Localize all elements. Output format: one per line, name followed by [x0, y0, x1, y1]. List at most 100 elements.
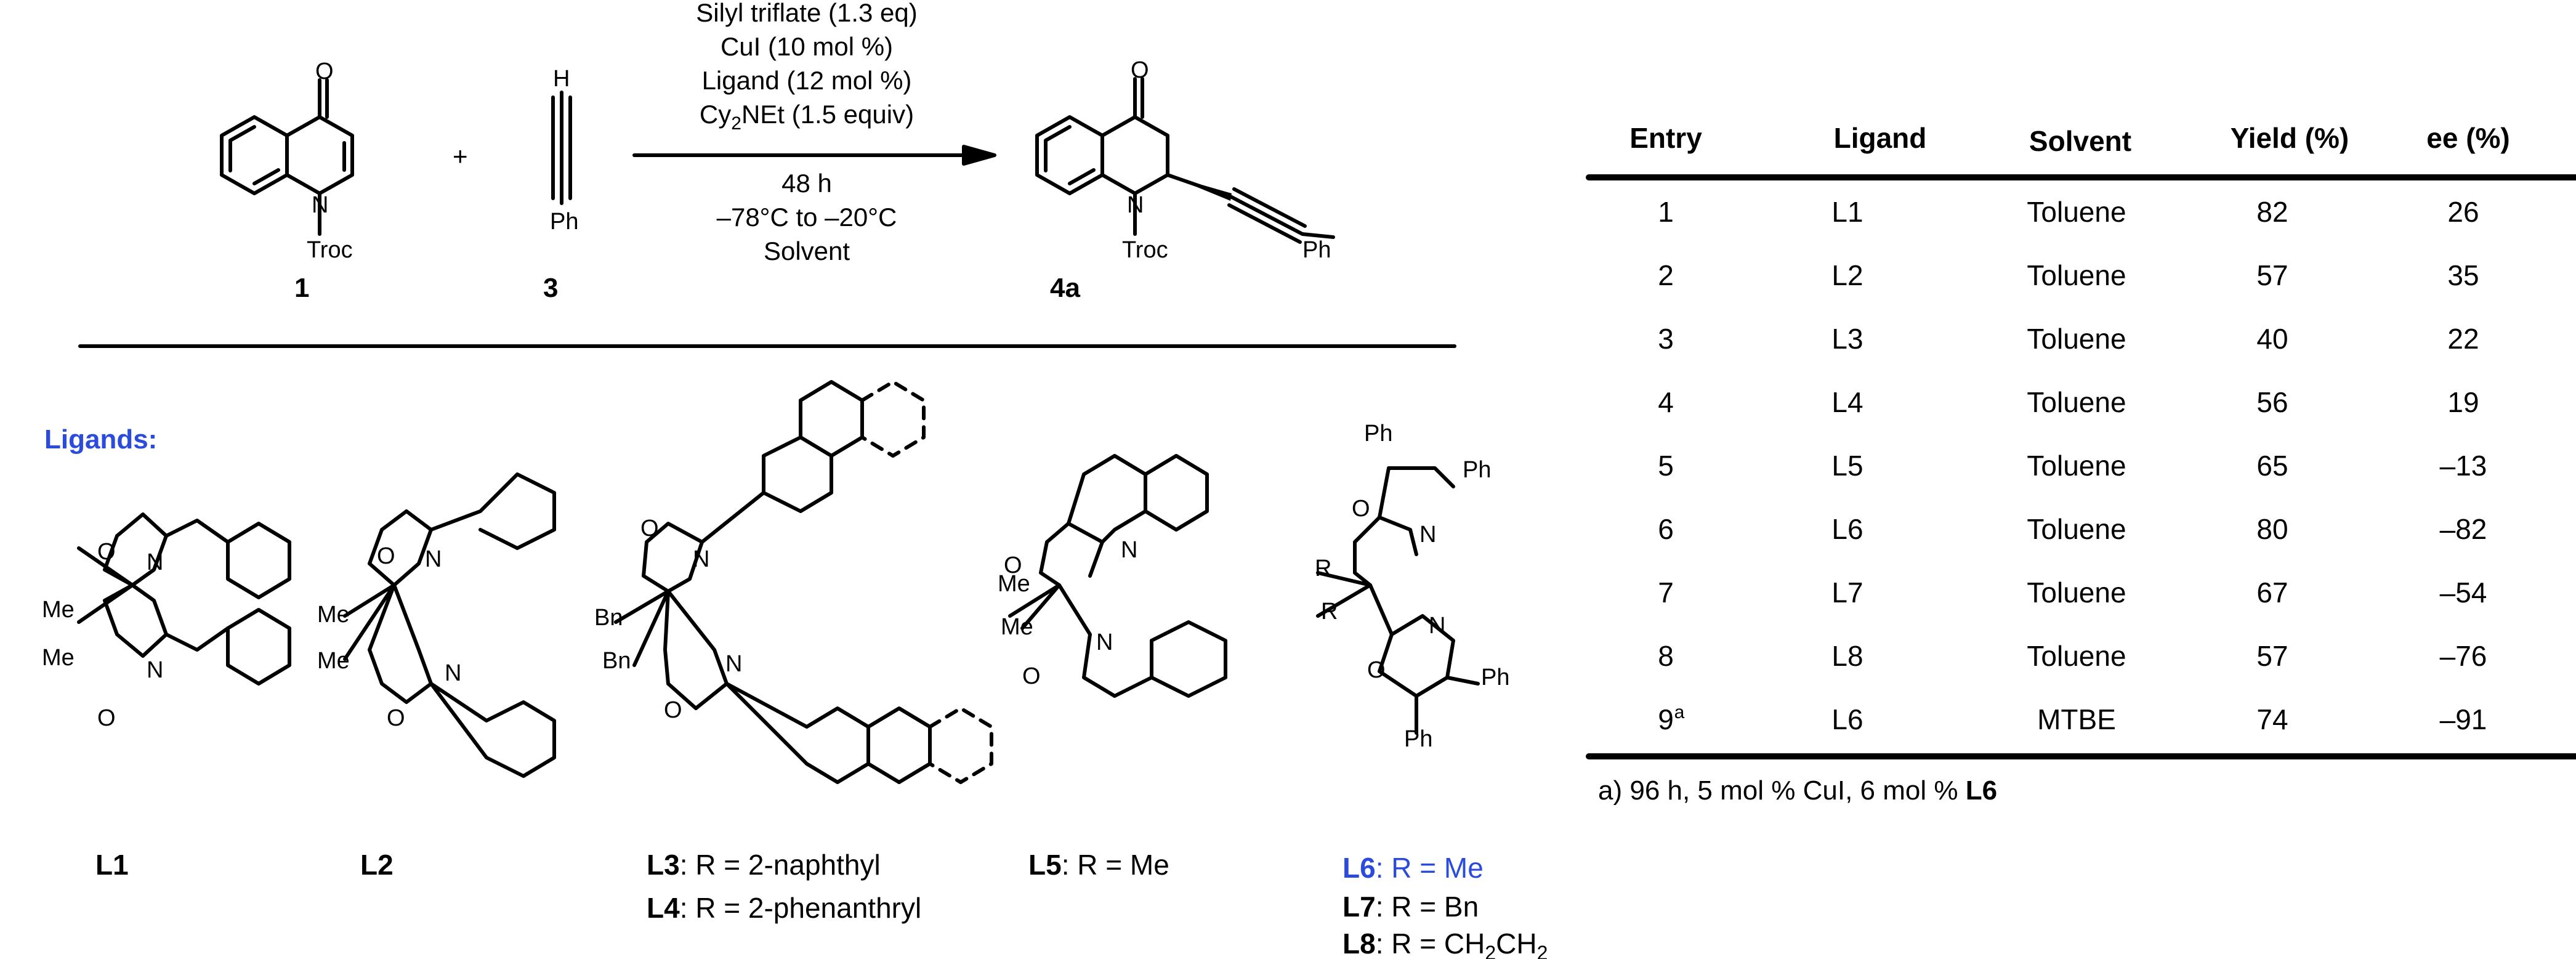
- header-entry: Entry: [1629, 122, 1702, 154]
- compound-3-h-atom: H: [553, 66, 570, 92]
- l6-r-2: R: [1321, 599, 1338, 625]
- condition-solvent: Solvent: [764, 237, 850, 265]
- l3-o-top: O: [640, 516, 659, 541]
- l3-o-bottom: O: [664, 697, 682, 723]
- l1-me-1: Me: [42, 597, 75, 623]
- l5-n-bottom: N: [1096, 629, 1113, 655]
- header-ligand: Ligand: [1834, 122, 1927, 154]
- cell-entry: 7: [1658, 577, 1674, 609]
- cell-solvent: Toluene: [2027, 450, 2126, 482]
- cell-ligand: L8: [1831, 640, 1863, 672]
- compound-3-number: 3: [543, 273, 558, 303]
- l2-o-top: O: [377, 543, 395, 569]
- ligands-heading: Ligands:: [44, 424, 157, 455]
- l6-ph-right: Ph: [1481, 665, 1509, 690]
- cell-entry: 2: [1658, 259, 1674, 291]
- cell-solvent: Toluene: [2027, 323, 2126, 355]
- l6-ph-top-1: Ph: [1364, 421, 1392, 447]
- label-L2: L2: [360, 849, 394, 881]
- l3-n-bottom: N: [725, 651, 742, 677]
- l5-o-top: O: [1004, 552, 1022, 578]
- product-4a-structure: [1035, 77, 1335, 244]
- l6-ph-bottom: Ph: [1404, 726, 1432, 752]
- ligand-L5-structure: [1008, 454, 1227, 698]
- cell-solvent: Toluene: [2027, 386, 2126, 418]
- l5-me-1: Me: [998, 571, 1030, 597]
- label-L5: L5: R = Me: [1028, 849, 1169, 881]
- l1-o-bottom: O: [97, 705, 116, 731]
- cell-yield: 57: [2256, 259, 2288, 291]
- condition-ligand: Ligand (12 mol %): [702, 66, 912, 95]
- cell-ee: –13: [2440, 450, 2487, 482]
- cell-ligand: L3: [1831, 323, 1863, 355]
- cell-entry: 1: [1658, 196, 1674, 228]
- table-footnote: a) 96 h, 5 mol % CuI, 6 mol % L6: [1598, 775, 1997, 806]
- header-yield: Yield (%): [2231, 122, 2349, 154]
- compound-1-number: 1: [294, 273, 309, 303]
- cell-yield: 74: [2256, 703, 2288, 735]
- l6-ph-top-2: Ph: [1463, 457, 1491, 483]
- cell-ligand: L1: [1831, 196, 1863, 228]
- label-L4: L4: R = 2-phenanthryl: [647, 892, 921, 924]
- ligand-L3-L4-structure: [614, 380, 993, 784]
- cell-yield: 67: [2256, 577, 2288, 609]
- condition-time: 48 h: [781, 169, 832, 198]
- l5-o-bottom: O: [1022, 663, 1041, 689]
- l5-me-2: Me: [1001, 614, 1033, 640]
- table-header: Entry Ligand Solvent Yield (%) ee (%): [1629, 122, 2510, 157]
- label-L8: L8: R = CH2CH2: [1343, 928, 1548, 959]
- cell-entry: 5: [1658, 450, 1674, 482]
- cell-ee: –82: [2440, 513, 2487, 545]
- l6-o-bottom: O: [1367, 657, 1386, 683]
- l2-n-bottom: N: [445, 660, 461, 686]
- l6-n-top: N: [1419, 522, 1436, 548]
- cell-entry-superscript: a: [1674, 702, 1685, 722]
- compound-1-o-atom: O: [315, 59, 334, 84]
- l1-o-top: O: [97, 539, 116, 565]
- l3-bn-1: Bn: [594, 605, 623, 631]
- cell-ee: –54: [2440, 577, 2487, 609]
- cell-ee: 35: [2447, 259, 2479, 291]
- compound-1-troc: Troc: [307, 237, 353, 263]
- header-solvent: Solvent: [2029, 125, 2131, 157]
- cell-ligand: L4: [1831, 386, 1863, 418]
- table-row: 7 L7 Toluene 67 –54: [1658, 577, 2487, 609]
- cell-entry: 6: [1658, 513, 1674, 545]
- cell-yield: 57: [2256, 640, 2288, 672]
- l6-o-top: O: [1352, 496, 1370, 522]
- cell-solvent: Toluene: [2027, 259, 2126, 291]
- l2-o-bottom: O: [387, 705, 405, 731]
- l2-me-2: Me: [317, 648, 350, 674]
- cell-ee: –91: [2440, 703, 2487, 735]
- condition-temperature: –78°C to –20°C: [717, 203, 897, 232]
- cell-solvent: MTBE: [2037, 703, 2116, 735]
- cell-ligand: L7: [1831, 577, 1863, 609]
- cell-yield: 82: [2256, 196, 2288, 228]
- plus-sign: +: [453, 142, 468, 171]
- product-ph: Ph: [1302, 237, 1331, 263]
- ligand-L2-structure: [343, 472, 556, 778]
- l5-n-top: N: [1121, 537, 1137, 563]
- cell-ee: 19: [2447, 386, 2479, 418]
- reaction-arrow: [632, 145, 996, 166]
- l3-bn-2: Bn: [602, 648, 631, 674]
- cell-ligand: L5: [1831, 450, 1863, 482]
- condition-base: Cy2NEt (1.5 equiv): [700, 100, 914, 134]
- l2-n-top: N: [425, 546, 442, 572]
- cell-entry: 3: [1658, 323, 1674, 355]
- l1-n-top: N: [147, 549, 163, 575]
- cell-solvent: Toluene: [2027, 577, 2126, 609]
- l3-n-top: N: [693, 546, 709, 572]
- product-troc: Troc: [1122, 237, 1168, 263]
- condition-silyl-triflate: Silyl triflate (1.3 eq): [696, 0, 917, 27]
- label-L3: L3: R = 2-naphthyl: [647, 849, 881, 881]
